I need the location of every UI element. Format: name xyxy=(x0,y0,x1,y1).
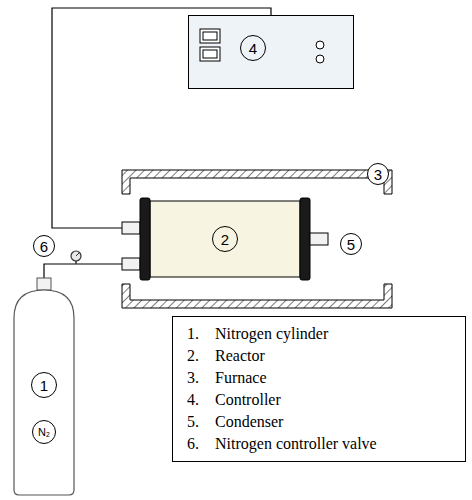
callout-number: 1 xyxy=(31,372,57,398)
control-knob xyxy=(316,41,324,49)
key-number: 1. xyxy=(187,323,199,345)
key-number: 3. xyxy=(187,367,199,389)
display-window xyxy=(200,29,220,43)
gas-symbol: N₂ xyxy=(32,420,56,444)
controller-outline xyxy=(188,15,354,89)
callout-number: 4 xyxy=(240,35,266,61)
key-part-name: Condenser xyxy=(215,411,451,433)
callout-number: 2 xyxy=(212,226,238,252)
reactor-flange xyxy=(300,198,310,280)
callout-number: 5 xyxy=(340,233,362,255)
key-part-name: Reactor xyxy=(215,345,451,367)
valve-gauge xyxy=(71,251,81,261)
furnace-bottom-wall xyxy=(122,284,392,308)
reactor-body xyxy=(150,201,300,277)
key-part-name: Nitrogen cylinder xyxy=(215,323,451,345)
key-part-name: Controller xyxy=(215,389,451,411)
key-number: 5. xyxy=(187,411,199,433)
controller-box: 4 xyxy=(188,15,354,89)
key-part-name: Furnace xyxy=(215,367,451,389)
key-number: 4. xyxy=(187,389,199,411)
gas-inlet-port xyxy=(122,258,140,270)
pipe-line xyxy=(44,264,122,278)
cylinder-neck xyxy=(37,278,51,290)
valve-needle xyxy=(76,253,79,256)
controller-housing xyxy=(189,16,354,89)
condenser-outlet xyxy=(310,233,328,245)
key-number: 2. xyxy=(187,345,199,367)
display-digit xyxy=(203,32,217,40)
control-knob xyxy=(316,55,324,63)
display-digit xyxy=(203,50,217,58)
cylinder-body xyxy=(14,290,74,495)
key-part-name: Nitrogen controller valve xyxy=(215,433,451,455)
thermocouple-port xyxy=(122,222,140,234)
key-number: 6. xyxy=(187,433,199,455)
callout-number: 3 xyxy=(367,163,389,185)
parts-key: 1. Nitrogen cylinder 2. Reactor 3. Furnace 4. C… xyxy=(172,316,466,462)
callout-number: 6 xyxy=(33,235,55,257)
nitrogen-cylinder: 1N₂ xyxy=(10,278,78,496)
reactor-flange xyxy=(140,198,150,280)
furnace-top-wall xyxy=(122,170,392,194)
reactor-tube: 2 xyxy=(122,198,332,280)
display-window xyxy=(200,47,220,61)
